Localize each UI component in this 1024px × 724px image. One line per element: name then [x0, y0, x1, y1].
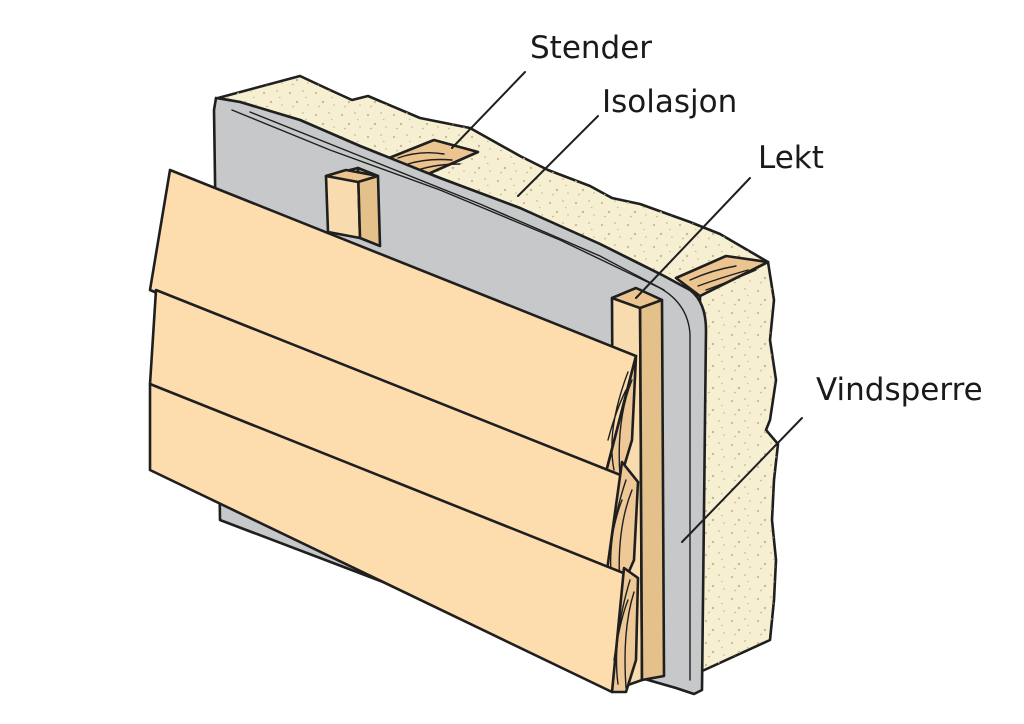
- insulation-side-texture: [700, 262, 778, 672]
- insulation-top-texture: [218, 76, 768, 296]
- label-isolasjon: Isolasjon: [602, 84, 737, 120]
- back-batten-side: [356, 166, 382, 248]
- leader-vindsperre: [681, 417, 803, 543]
- leader-stender: [451, 71, 526, 149]
- leader-isolasjon: [517, 115, 599, 197]
- leader-lekt: [635, 177, 751, 299]
- label-lekt: Lekt: [758, 140, 824, 176]
- front-batten-side: [638, 288, 666, 682]
- label-vindsperre: Vindsperre: [816, 372, 983, 408]
- back-batten-top: [324, 168, 380, 184]
- label-stender: Stender: [530, 30, 652, 66]
